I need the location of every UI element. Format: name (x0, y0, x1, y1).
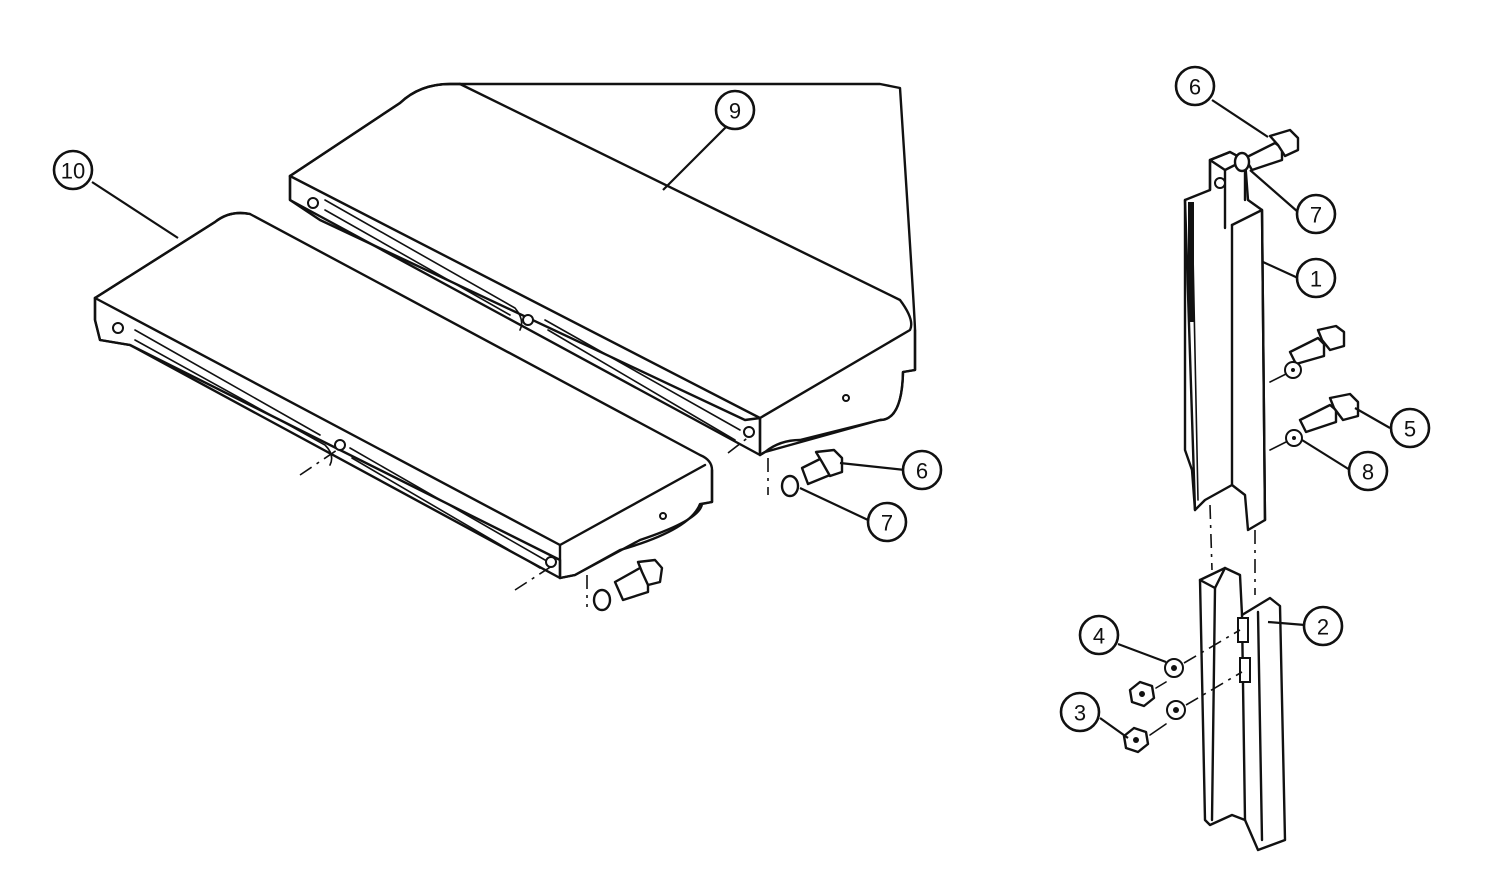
flat-washer-rail (1285, 429, 1303, 447)
lock-washer-table-right (780, 474, 800, 498)
svg-text:7: 7 (1310, 203, 1322, 228)
alignment-line (1149, 723, 1167, 736)
svg-text:10: 10 (61, 159, 85, 184)
alignment-line (727, 435, 751, 454)
hex-bolt-table-left (613, 558, 664, 602)
callout-6-rail: 6 (1174, 65, 1216, 107)
alignment-line (1183, 629, 1241, 664)
callout-4: 4 (1078, 614, 1120, 656)
svg-text:4: 4 (1093, 624, 1105, 649)
callout-10: 10 (52, 149, 94, 191)
hex-bolt-rail-top (1243, 128, 1300, 172)
lock-washer-rail-top (1233, 151, 1251, 173)
svg-text:9: 9 (729, 99, 741, 124)
hex-nut-lower-rail (1122, 680, 1156, 754)
alignment-line (1155, 681, 1167, 689)
upper-rail (1183, 150, 1267, 532)
svg-text:6: 6 (916, 459, 928, 484)
svg-text:6: 6 (1189, 75, 1201, 100)
svg-text:2: 2 (1317, 615, 1329, 640)
callout-3: 3 (1059, 691, 1101, 733)
alignment-line (1269, 373, 1287, 383)
alignment-line (1185, 671, 1243, 706)
callout-2: 2 (1302, 605, 1344, 647)
svg-text:5: 5 (1404, 417, 1416, 442)
svg-text:3: 3 (1074, 701, 1086, 726)
hex-bolt-rail-mid (1284, 324, 1346, 379)
hex-bolt-table-right (800, 448, 844, 486)
lower-rail (1198, 566, 1287, 852)
svg-text:1: 1 (1310, 267, 1322, 292)
callout-5: 5 (1389, 407, 1431, 449)
alignment-line (1209, 504, 1213, 571)
callout-8: 8 (1347, 450, 1389, 492)
extension-table-right (288, 82, 917, 457)
hex-bolt-rail (1298, 392, 1360, 434)
callout-9: 9 (714, 89, 756, 131)
svg-text:7: 7 (881, 511, 893, 536)
alignment-line (1269, 441, 1287, 451)
callout-7-rail: 7 (1295, 193, 1337, 235)
svg-text:8: 8 (1362, 460, 1374, 485)
callout-1: 1 (1295, 257, 1337, 299)
extension-table-left (93, 211, 714, 580)
callout-7-table: 7 (866, 501, 908, 543)
alignment-line (299, 447, 341, 476)
lock-washer-table-left (592, 588, 612, 612)
washer-lower-rail (1164, 658, 1186, 720)
alignment-line (514, 565, 553, 591)
callout-6-table: 6 (901, 449, 943, 491)
